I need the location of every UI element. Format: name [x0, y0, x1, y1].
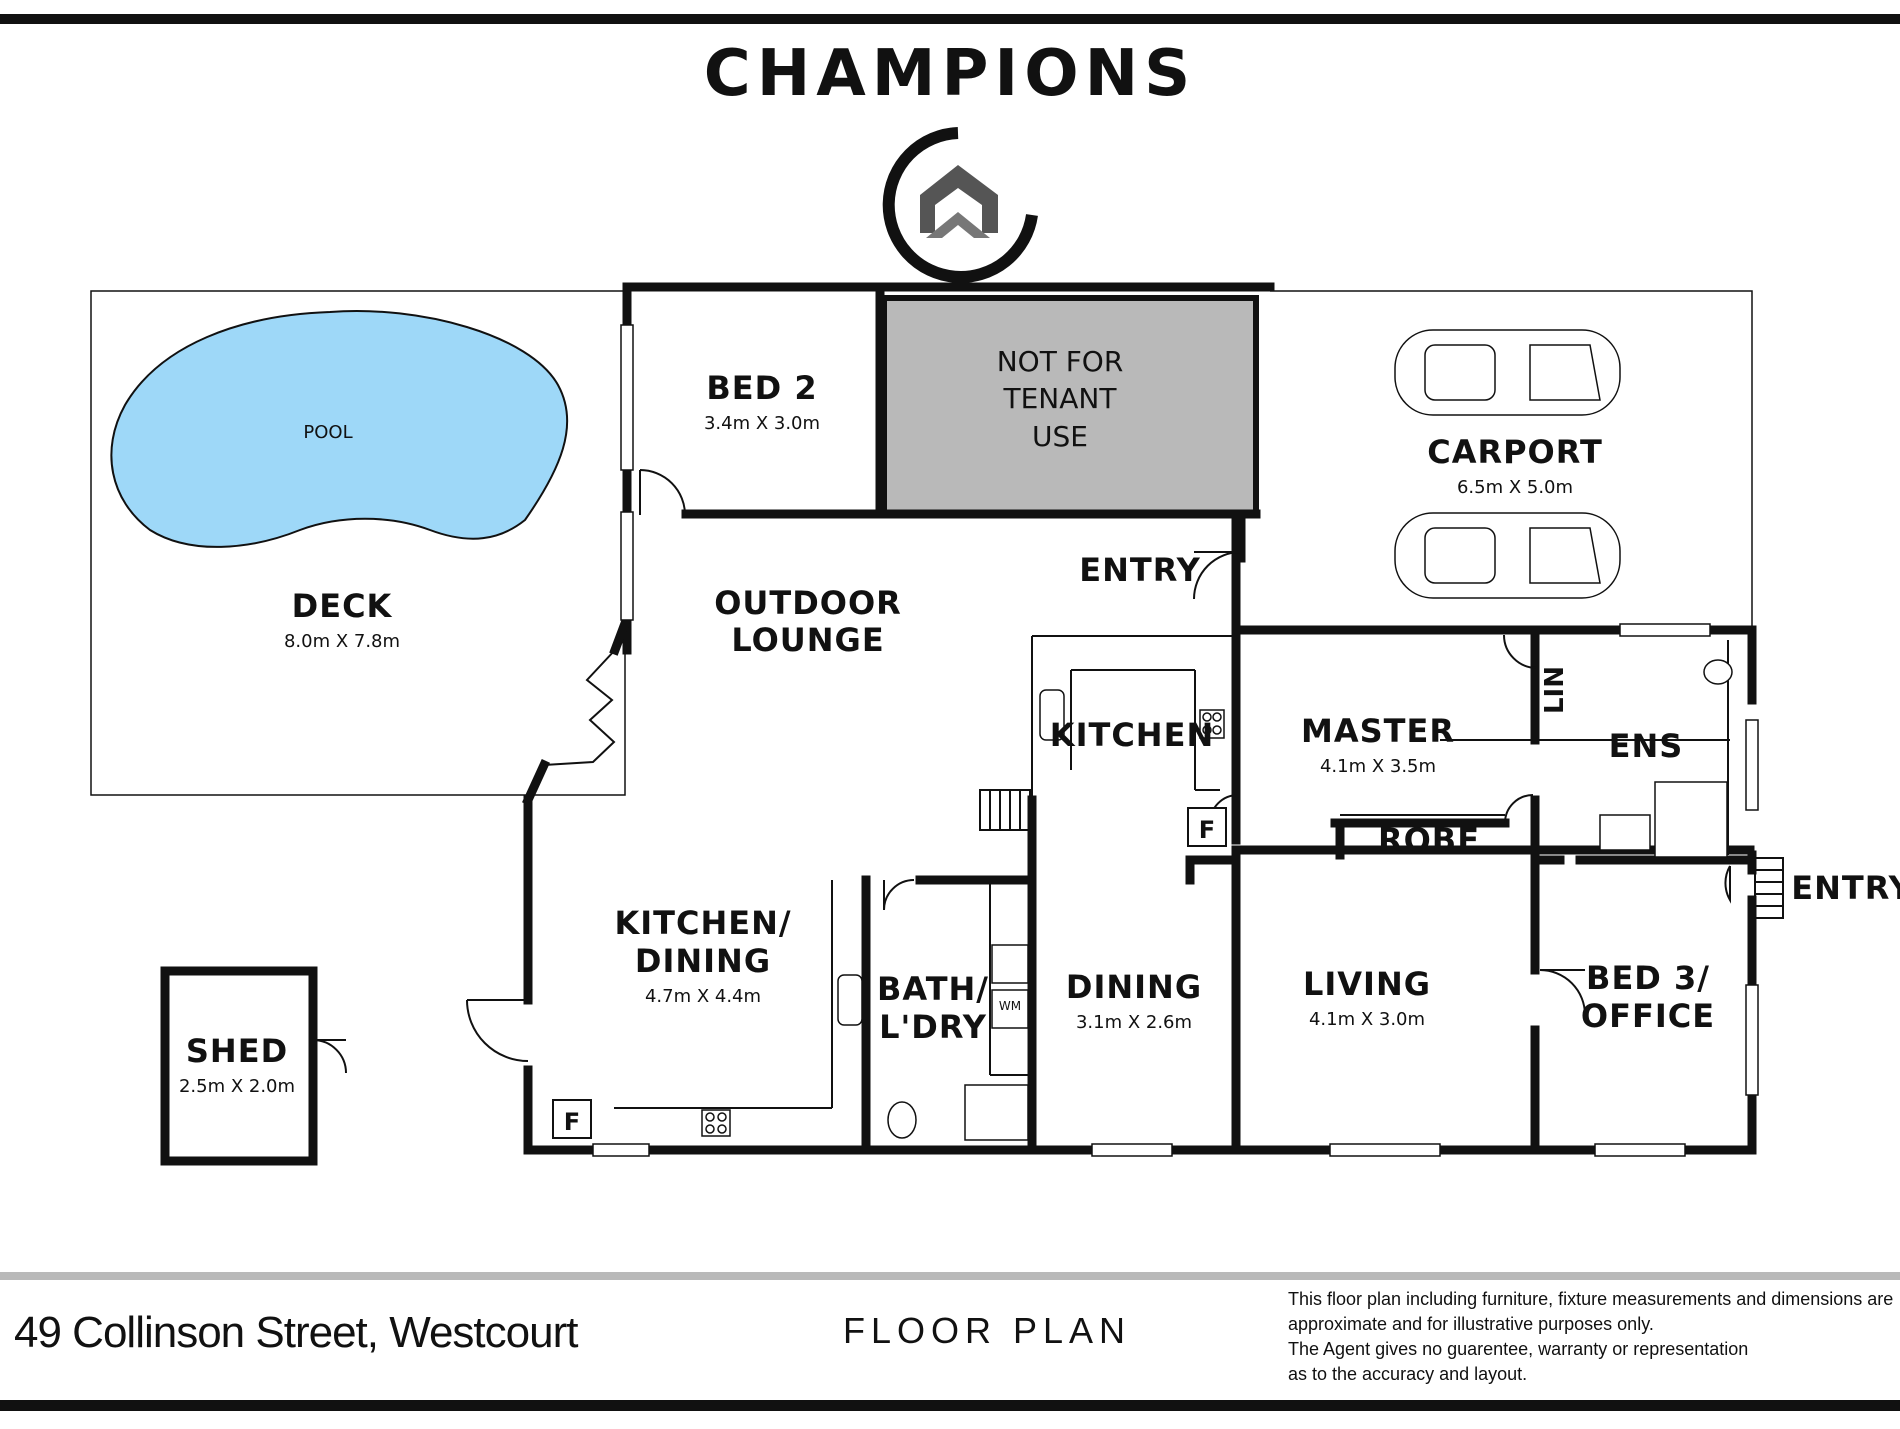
- robe-label: ROBE: [1378, 821, 1480, 859]
- thin-walls: [614, 635, 1730, 1109]
- brand-wordmark: CHAMPIONS: [704, 37, 1197, 111]
- kitchen-label: KITCHEN: [1050, 716, 1214, 754]
- bed3-line2: OFFICE: [1581, 997, 1715, 1035]
- master-dim: 4.1m X 3.5m: [1320, 756, 1436, 777]
- bifold-door: [543, 649, 616, 766]
- lin-label: LIN: [1540, 666, 1570, 714]
- carport-dim: 6.5m X 5.0m: [1457, 477, 1573, 498]
- ens-label: ENS: [1609, 727, 1684, 765]
- fridge-1-label: F: [564, 1108, 580, 1136]
- bed2-label: BED 2: [706, 369, 817, 407]
- bath-ldry-line2: L'DRY: [879, 1008, 987, 1046]
- entry-top-label: ENTRY: [1079, 551, 1201, 589]
- carport-outline: [1270, 290, 1753, 628]
- deck-label: DECK: [292, 587, 393, 625]
- not-for-tenant-line3: USE: [1032, 420, 1088, 453]
- carport-label: CARPORT: [1427, 433, 1603, 471]
- outdoor-lounge-line2: LOUNGE: [731, 621, 884, 659]
- disclaimer: This floor plan including furniture, fix…: [1288, 1287, 1900, 1387]
- fridge-1-box: [552, 1099, 592, 1139]
- kitchen-dining-line1: KITCHEN/: [614, 904, 791, 942]
- outdoor-lounge-line1: OUTDOOR: [714, 584, 902, 622]
- bed2-dim: 3.4m X 3.0m: [704, 413, 820, 434]
- shed-dim: 2.5m X 2.0m: [179, 1076, 295, 1097]
- wm-label: WM: [999, 999, 1021, 1013]
- kitchen-dining-line2: DINING: [635, 942, 771, 980]
- living-dim: 4.1m X 3.0m: [1309, 1009, 1425, 1030]
- not-for-tenant-line1: NOT FOR: [997, 345, 1124, 378]
- pool-label: POOL: [303, 422, 352, 443]
- kitchen-dining-dim: 4.7m X 4.4m: [645, 986, 761, 1007]
- property-address: 49 Collinson Street, Westcourt: [14, 1308, 578, 1357]
- deck-dim: 8.0m X 7.8m: [284, 631, 400, 652]
- floor-plan-title: FLOOR PLAN: [843, 1310, 1132, 1351]
- car-icon: [1394, 329, 1621, 599]
- not-for-tenant-line2: TENANT: [1003, 382, 1118, 415]
- pool-shape: [110, 310, 569, 548]
- stairs-icon: [979, 789, 1784, 919]
- fridge-2-box: [1187, 807, 1227, 847]
- entry-right-label: ENTRY: [1791, 869, 1900, 907]
- windows: [592, 324, 1759, 1157]
- footer-divider: [0, 1272, 1900, 1280]
- dining-dim: 3.1m X 2.6m: [1076, 1012, 1192, 1033]
- disclaimer-line: approximate and for illustrative purpose…: [1288, 1314, 1654, 1334]
- living-label: LIVING: [1303, 965, 1431, 1003]
- not-for-tenant-room: [881, 295, 1259, 517]
- bath-ldry-line1: BATH/: [877, 970, 989, 1008]
- champions-house-logo-icon: [882, 127, 1038, 283]
- fixtures: [701, 659, 1733, 1141]
- top-border: [0, 14, 1900, 24]
- disclaimer-line: as to the accuracy and layout.: [1288, 1364, 1528, 1384]
- disclaimer-line: This floor plan including furniture, fix…: [1288, 1289, 1894, 1309]
- fridge-2-label: F: [1199, 816, 1215, 844]
- shed-label: SHED: [186, 1032, 288, 1070]
- bottom-border: [0, 1400, 1900, 1411]
- dining-label: DINING: [1066, 968, 1202, 1006]
- bed3-line1: BED 3/: [1586, 959, 1710, 997]
- disclaimer-line: The Agent gives no guarentee, warranty o…: [1288, 1339, 1749, 1359]
- master-label: MASTER: [1301, 712, 1455, 750]
